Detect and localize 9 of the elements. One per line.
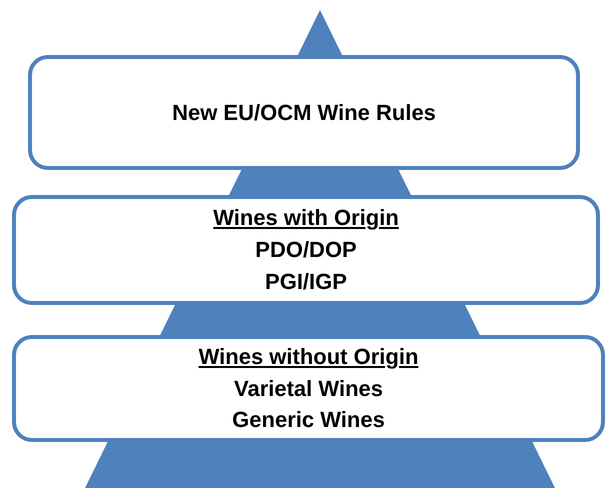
category-item: Varietal Wines <box>234 374 383 403</box>
tier-box <box>28 55 580 170</box>
tier-box <box>12 195 600 305</box>
category-heading: Wines with Origin <box>213 204 399 232</box>
category-item: PDO/DOP <box>255 236 357 264</box>
tier-label: New EU/OCM Wine Rules <box>172 98 436 127</box>
category-heading: Wines without Origin <box>198 342 418 371</box>
category-item: PGI/IGP <box>265 268 347 296</box>
category-item: Generic Wines <box>232 406 385 434</box>
